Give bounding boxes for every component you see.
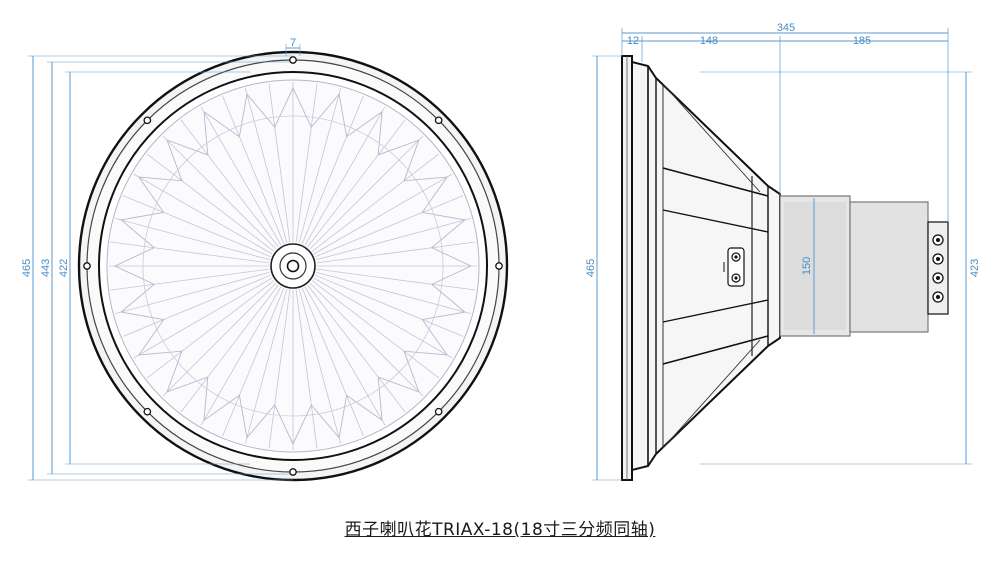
rear-terminal-pin — [936, 238, 940, 242]
rear-terminal-pin — [936, 257, 940, 261]
dim-side-12: 12 — [627, 35, 639, 47]
rear-terminal-pin — [936, 276, 940, 280]
dim-front-422: 422 — [58, 259, 70, 277]
rear-terminals — [932, 234, 944, 303]
cone-rib — [268, 289, 291, 449]
dim-front-443: 443 — [40, 259, 52, 277]
cone-rib — [133, 277, 273, 359]
cone-rib — [309, 282, 424, 397]
cone-rib — [180, 119, 279, 248]
front-view: 465 443 422 7 — [21, 37, 509, 482]
cone-rib — [313, 173, 453, 255]
cone-rib — [115, 217, 270, 261]
cone-rib — [301, 95, 364, 244]
side-view: 465 423 150 345 12 148 185 — [585, 22, 981, 481]
cone-rib — [162, 135, 277, 250]
cone-rib — [301, 288, 364, 437]
mount-hole — [289, 468, 297, 476]
cone-rib — [311, 153, 440, 252]
cone-rib — [295, 83, 318, 243]
mount-holes — [83, 56, 503, 476]
cone-rib — [244, 289, 288, 444]
center-plug — [286, 259, 300, 273]
cone-rib — [133, 173, 273, 255]
front-cone-ring — [142, 115, 444, 417]
mount-hole — [289, 56, 297, 64]
dim-front-465: 465 — [21, 259, 33, 277]
mount-hole — [495, 262, 503, 270]
dim-side-345: 345 — [777, 22, 795, 34]
drawing-caption: 西子喇叭花TRIAX-18(18寸三分频同轴) — [344, 520, 656, 540]
cone-rib — [122, 195, 271, 258]
cone-rib — [146, 153, 275, 252]
cone-rib — [146, 280, 275, 379]
mount-hole — [143, 116, 152, 125]
cone-rib — [110, 268, 270, 291]
cone-rib — [200, 106, 282, 246]
cone-rib — [298, 88, 342, 243]
cone-rib — [268, 83, 291, 243]
dim-side-423: 423 — [969, 259, 981, 277]
cone-rib — [307, 119, 406, 248]
dim-side-185: 185 — [853, 35, 871, 47]
mount-hole — [434, 407, 443, 416]
cone-rib — [222, 95, 285, 244]
cone-rib — [311, 280, 440, 379]
cone-rib — [122, 274, 271, 337]
cone-rib — [115, 271, 270, 315]
cone-star-pattern — [113, 86, 472, 446]
cone-rib — [222, 288, 285, 437]
side-basket — [631, 60, 781, 472]
dim-side-148: 148 — [700, 35, 718, 47]
cone-rib — [316, 241, 476, 264]
cone-rib — [315, 274, 464, 337]
cone-rib — [304, 286, 386, 426]
cone-rib — [316, 268, 476, 291]
cone-rib — [298, 289, 342, 444]
cone-rib — [309, 135, 424, 250]
side-back-housing — [849, 201, 929, 333]
dim-front-7: 7 — [290, 37, 296, 49]
cone-rib — [307, 284, 406, 413]
cone-rib — [295, 289, 318, 449]
cone-rib — [316, 217, 471, 261]
dim-side-150: 150 — [801, 257, 813, 275]
cone-rib — [315, 195, 464, 258]
side-rear-terminal-plate — [927, 221, 949, 315]
rear-terminal-pin — [936, 295, 940, 299]
mount-hole — [83, 262, 91, 270]
cone-rib — [180, 284, 279, 413]
mount-hole — [434, 116, 443, 125]
cone-rib — [304, 106, 386, 246]
cone-radial-pattern — [109, 82, 477, 450]
dim-side-465: 465 — [585, 259, 597, 277]
cone-rib — [313, 277, 453, 359]
cone-rib — [110, 241, 270, 264]
cone-rib — [162, 282, 277, 397]
cone-rib — [200, 286, 282, 426]
cone-rib — [316, 271, 471, 315]
mount-hole — [143, 407, 152, 416]
cone-rib — [244, 88, 288, 243]
